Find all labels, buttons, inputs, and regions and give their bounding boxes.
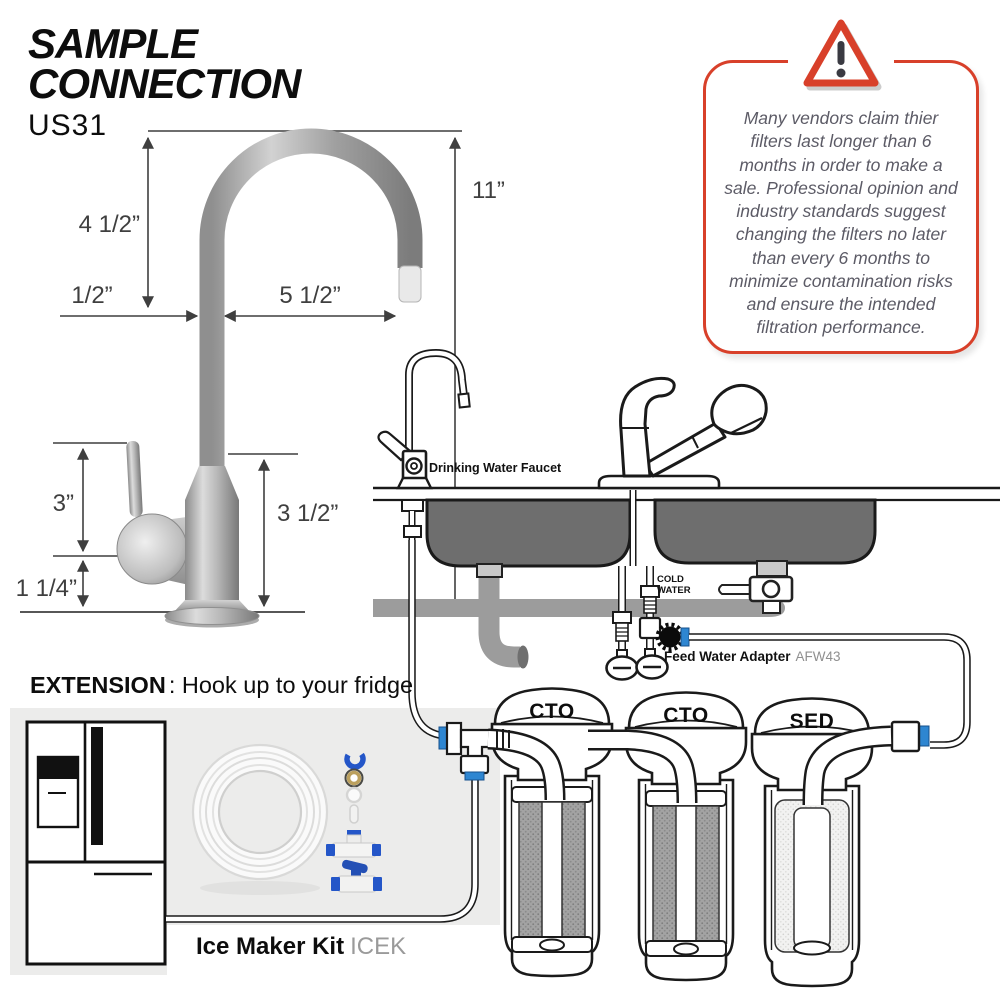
cold-water-label-1: COLD bbox=[657, 574, 684, 585]
title-line-2: CONNECTION bbox=[28, 59, 301, 107]
strainer-lever bbox=[718, 584, 753, 595]
dim-body-height: 3 1/2” bbox=[277, 500, 338, 527]
tubing-runs bbox=[166, 540, 971, 923]
faucet-dimensions bbox=[20, 130, 462, 616]
kit-name: Ice Maker Kit bbox=[196, 933, 345, 960]
dim-base-height: 1 1/4” bbox=[16, 575, 77, 602]
drain-end-cap bbox=[517, 645, 529, 669]
faucet-base-plate bbox=[164, 607, 260, 625]
sink-basins bbox=[425, 498, 877, 568]
sink-basin-left bbox=[425, 498, 632, 568]
kitchen-faucet-nozzle-line bbox=[730, 417, 763, 434]
page-title: SAMPLE CONNECTION US31 bbox=[28, 20, 301, 142]
strainer-screw bbox=[761, 579, 781, 599]
ball-valve bbox=[331, 859, 382, 893]
kitchen-faucet-spray-head bbox=[710, 383, 768, 436]
drinking-water-faucet bbox=[377, 348, 471, 545]
kitchen-faucet-base bbox=[597, 474, 721, 490]
kitchen-faucet bbox=[597, 376, 768, 490]
feed-adapter-blue-fitting bbox=[680, 627, 690, 647]
drinking-faucet-base bbox=[396, 476, 433, 490]
fridge-illustration bbox=[25, 720, 167, 966]
c-clip bbox=[344, 748, 366, 770]
dim-total-height: 11” bbox=[472, 177, 505, 204]
strainer-stub bbox=[762, 600, 781, 614]
thread-hatch-marks bbox=[496, 729, 510, 749]
tee-left-nut bbox=[445, 721, 463, 756]
drain-p-trap bbox=[478, 566, 520, 668]
title-line-1: SAMPLE bbox=[28, 20, 198, 67]
dim-upper-height: 4 1/2” bbox=[79, 211, 140, 238]
faucet-spout-tip bbox=[398, 265, 422, 303]
tee-blue-ring-bottom bbox=[464, 771, 485, 781]
drinking-water-faucet-label: Drinking Water Faucet bbox=[429, 461, 562, 475]
kitchen-faucet-body-handle bbox=[619, 376, 676, 478]
tube-insert bbox=[349, 804, 359, 824]
filter-connector-pipes bbox=[487, 725, 892, 806]
right-basin-drain-stub bbox=[756, 560, 788, 577]
faucet-gooseneck bbox=[199, 128, 423, 612]
kit-model: ICEK bbox=[350, 933, 407, 960]
faucet-dimension-labels: 4 1/2” 1/2” 5 1/2” 11” 3” 1 1/4” 3 1/2” bbox=[16, 177, 505, 602]
sink-labels: Drinking Water Faucet COLD WATER Feed Wa… bbox=[429, 461, 841, 664]
tubing-coil bbox=[191, 743, 329, 895]
tee-fitting bbox=[326, 830, 381, 858]
filter-cartridge-sed bbox=[774, 799, 850, 956]
drinking-faucet-mount-nut bbox=[401, 499, 424, 512]
kit-label-strip bbox=[167, 925, 500, 975]
drinking-faucet-nozzle bbox=[457, 392, 471, 409]
model-number: US31 bbox=[28, 108, 108, 142]
under-sink-plumbing bbox=[373, 560, 794, 669]
supply-risers bbox=[605, 490, 690, 681]
faucet-handle-lever bbox=[126, 440, 143, 517]
white-ring bbox=[345, 786, 363, 804]
sed-inlet-blue-ring bbox=[918, 725, 930, 747]
drinking-faucet-tube-nut bbox=[403, 525, 422, 538]
dim-left-offset: 1/2” bbox=[71, 282, 112, 309]
dim-spout-reach: 5 1/2” bbox=[279, 282, 340, 309]
faucet-photo bbox=[116, 128, 423, 628]
filter-label-1: CTO bbox=[529, 700, 574, 723]
left-basin-drain-stub bbox=[476, 563, 503, 578]
extension-heading-rest: : Hook up to your fridge bbox=[168, 672, 414, 698]
sed-inlet-nut bbox=[890, 720, 921, 753]
sink-basin-right bbox=[653, 498, 877, 565]
dim-handle-height: 3” bbox=[53, 490, 74, 517]
tee-connector bbox=[438, 721, 494, 781]
warning-text: Many vendors claim thier filters last lo… bbox=[724, 108, 958, 338]
filter-canisters: CTO CTO SED bbox=[487, 687, 892, 988]
extension-heading: EXTENSION: Hook up to your fridge bbox=[30, 672, 413, 699]
filter-label-3: SED bbox=[790, 710, 835, 733]
tee-bottom-nut bbox=[459, 754, 490, 775]
filter-label-2: CTO bbox=[663, 704, 708, 727]
faucet-handle-cap bbox=[116, 513, 188, 585]
wall-drain-pipe bbox=[373, 599, 785, 617]
fridge-handle bbox=[91, 727, 103, 845]
kitchen-faucet-spout-arm bbox=[643, 421, 727, 478]
filter-cartridge-cto-2 bbox=[645, 790, 727, 957]
feed-adapter-body bbox=[638, 616, 662, 640]
kitchen-faucet-arm-joint bbox=[691, 435, 699, 449]
kit-fittings bbox=[326, 748, 382, 893]
riser-nut bbox=[612, 611, 632, 624]
extension-panel bbox=[10, 708, 500, 975]
warning-callout: Many vendors claim thier filters last lo… bbox=[703, 19, 979, 354]
extension-heading-bold: EXTENSION bbox=[30, 672, 166, 698]
countertop bbox=[373, 486, 1000, 502]
cold-water-label-2: WATER bbox=[657, 585, 691, 596]
filter-cartridge-cto-1 bbox=[511, 786, 593, 953]
warning-triangle-icon bbox=[797, 15, 885, 102]
feed-adapter-knob bbox=[659, 626, 681, 648]
faucet-body bbox=[185, 466, 239, 602]
